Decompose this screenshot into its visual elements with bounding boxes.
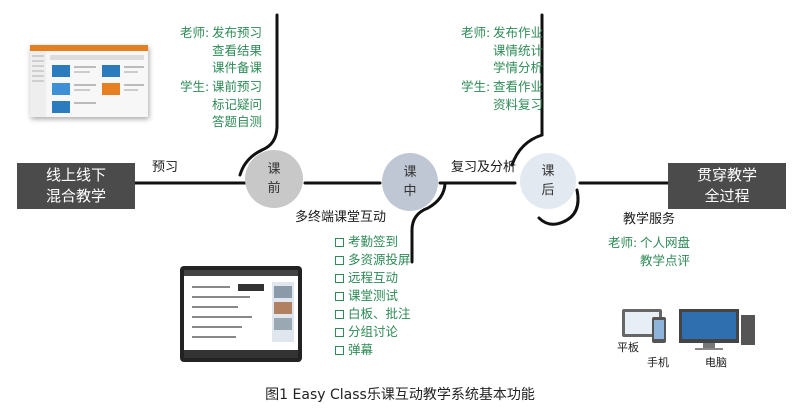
stage-in-class-line1: 课 (403, 165, 417, 180)
pre-class-student-item: 答题自测 (212, 114, 263, 129)
right-title-line1: 贯穿教学 (696, 166, 757, 184)
pre-class-student-item: 标记疑问 (212, 96, 263, 112)
right-title-box: 贯穿教学 全过程 (668, 163, 786, 209)
checklist-item-label: 白板、批注 (348, 306, 411, 321)
checklist-item: 弹幕 (335, 341, 411, 359)
pre-class-app-screenshot (30, 45, 148, 117)
left-title-box: 线上线下 混合教学 (17, 163, 135, 209)
label-preview: 预习 (152, 160, 179, 175)
checklist-item: 远程互动 (335, 269, 411, 287)
post-class-teacher-item: 发布作业 (493, 25, 544, 40)
stage-pre-class-circle: 课 前 (245, 150, 303, 208)
stage-in-class-circle: 课 中 (382, 153, 438, 211)
pre-class-student-label: 学生: (180, 79, 210, 94)
checklist-item-label: 远程互动 (348, 270, 399, 285)
service-teacher-label: 老师: (608, 235, 638, 250)
service-list: 个人网盘 教学点评 (640, 234, 690, 269)
device-label-tablet: 平板 (617, 341, 639, 354)
checklist-item-label: 考勤签到 (348, 234, 399, 249)
left-title-line2: 混合教学 (45, 187, 106, 205)
devices-drawing (622, 309, 755, 350)
checkbox-icon (335, 273, 344, 283)
pre-class-stem (238, 13, 279, 177)
checkbox-icon (335, 345, 344, 355)
checklist-item-label: 分组讨论 (348, 324, 399, 339)
stage-post-class-circle: 课 后 (520, 153, 576, 209)
pre-class-teacher-item: 发布预习 (212, 25, 263, 40)
post-class-student-item: 查看作业 (493, 79, 544, 94)
right-title-line2: 全过程 (704, 187, 750, 205)
pre-class-student-item: 课前预习 (212, 79, 263, 94)
checklist-item: 课堂测试 (335, 287, 411, 305)
device-label-phone: 手机 (647, 356, 669, 369)
checklist-item: 考勤签到 (335, 233, 411, 251)
in-class-screen-thumbnail (184, 270, 298, 358)
pre-class-teacher-list: 发布预习 查看结果 课件备课 (212, 24, 262, 77)
label-service: 教学服务 (623, 212, 676, 227)
post-class-teacher-item: 课情统计 (493, 42, 544, 58)
stage-pre-class-line2: 前 (267, 181, 281, 196)
computer-tower-icon (741, 315, 755, 345)
post-class-teacher-label: 老师: (461, 25, 491, 40)
checkbox-icon (335, 237, 344, 247)
post-class-stem (510, 13, 544, 167)
service-item: 教学点评 (640, 252, 691, 268)
stage-post-class-line2: 后 (541, 183, 555, 198)
checklist-item-label: 多资源投屏 (348, 252, 411, 267)
post-class-teacher-item: 学情分析 (493, 60, 544, 75)
pre-class-teacher-item: 查看结果 (212, 42, 263, 58)
checklist-item-label: 课堂测试 (348, 288, 399, 303)
stage-pre-class-line1: 课 (267, 162, 281, 177)
checkbox-icon (335, 327, 344, 337)
in-class-stem (410, 182, 447, 264)
left-title-line1: 线上线下 (45, 166, 106, 184)
post-class-student-item: 资料复习 (493, 96, 544, 112)
post-class-hook (537, 188, 580, 226)
pre-class-teacher-label: 老师: (180, 25, 210, 40)
checklist-item: 多资源投屏 (335, 251, 411, 269)
post-class-student-label: 学生: (461, 79, 491, 94)
checkbox-icon (335, 309, 344, 319)
pre-class-student-list: 课前预习 标记疑问 答题自测 (212, 78, 262, 131)
service-item: 个人网盘 (640, 235, 691, 250)
label-review: 复习及分析 (451, 160, 517, 175)
stage-in-class-line2: 中 (403, 184, 417, 199)
stage-post-class-line1: 课 (541, 164, 555, 179)
pre-class-teacher-item: 课件备课 (212, 60, 263, 75)
figure-caption: 图1 Easy Class乐课互动教学系统基本功能 (265, 387, 535, 403)
checklist-item: 白板、批注 (335, 305, 411, 323)
checklist-item: 分组讨论 (335, 323, 411, 341)
checkbox-icon (335, 291, 344, 301)
in-class-checklist: 考勤签到 多资源投屏 远程互动 课堂测试 白板、批注 分组讨论 弹幕 (335, 233, 411, 359)
in-class-tablet-screenshot (180, 266, 302, 362)
post-class-student-list: 查看作业 资料复习 (493, 78, 543, 113)
post-class-teacher-list: 发布作业 课情统计 学情分析 (493, 24, 543, 77)
devices-illustration: 平板 手机 电脑 (617, 303, 767, 373)
checkbox-icon (335, 255, 344, 265)
checklist-item-label: 弹幕 (348, 342, 374, 357)
label-multi-terminal: 多终端课堂互动 (295, 210, 387, 225)
device-label-computer: 电脑 (705, 356, 727, 369)
pre-class-app-thumbnail (30, 45, 148, 117)
